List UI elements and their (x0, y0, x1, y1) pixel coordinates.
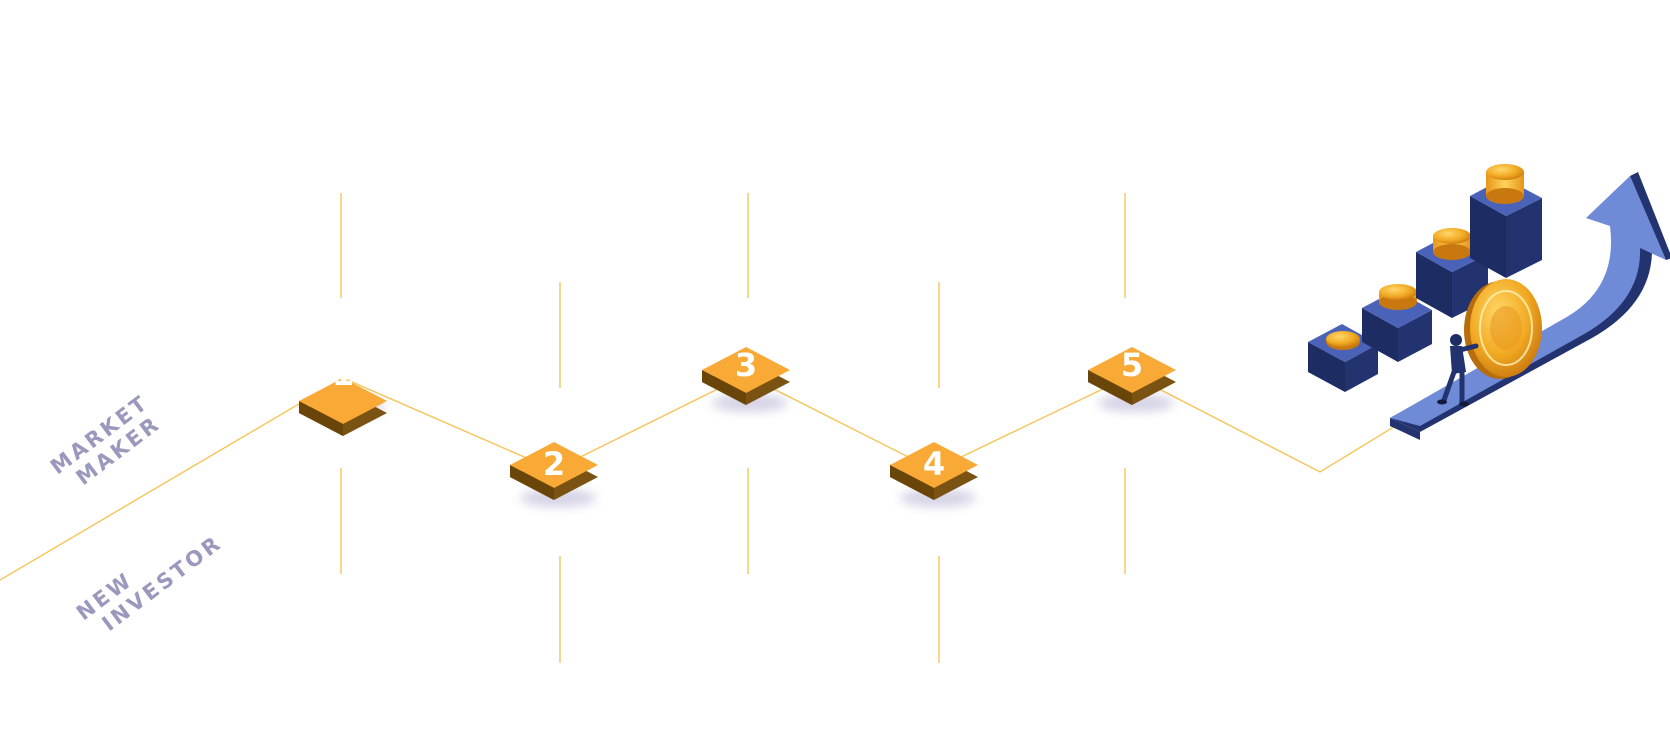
tile-side-left (890, 465, 934, 500)
person-icon (1437, 334, 1479, 407)
tile-shadow (712, 394, 788, 412)
step-number: 4 (923, 445, 945, 483)
step-tile-3[interactable]: 3 (702, 346, 790, 412)
tile-side-left (702, 370, 746, 405)
step-tile-1[interactable]: 1 (299, 355, 387, 436)
coin-block-1 (1308, 324, 1378, 392)
growth-illustration-icon (1308, 164, 1670, 440)
tile-shadow (900, 489, 976, 507)
tile-side-left (510, 465, 554, 500)
coin-block-2 (1362, 284, 1432, 362)
step-tile-4[interactable]: 4 (890, 442, 978, 507)
tile-shadow (520, 489, 596, 507)
coin-block-4 (1470, 164, 1542, 278)
step-number: 2 (543, 445, 565, 483)
big-coin-icon (1464, 279, 1542, 379)
step-tile-5[interactable]: 5 (1088, 346, 1176, 412)
growth-arrow-icon (1390, 172, 1670, 440)
step-number: 5 (1121, 346, 1143, 384)
roadmap-path (0, 374, 1406, 581)
step-number: 1 (332, 355, 354, 393)
tile-side-left (299, 401, 343, 436)
guide-lines (340, 193, 1126, 663)
step-number: 3 (735, 346, 757, 384)
tile-side-left (1088, 370, 1132, 405)
tile-shadow (1098, 394, 1174, 412)
step-tile-2[interactable]: 2 (510, 442, 598, 507)
